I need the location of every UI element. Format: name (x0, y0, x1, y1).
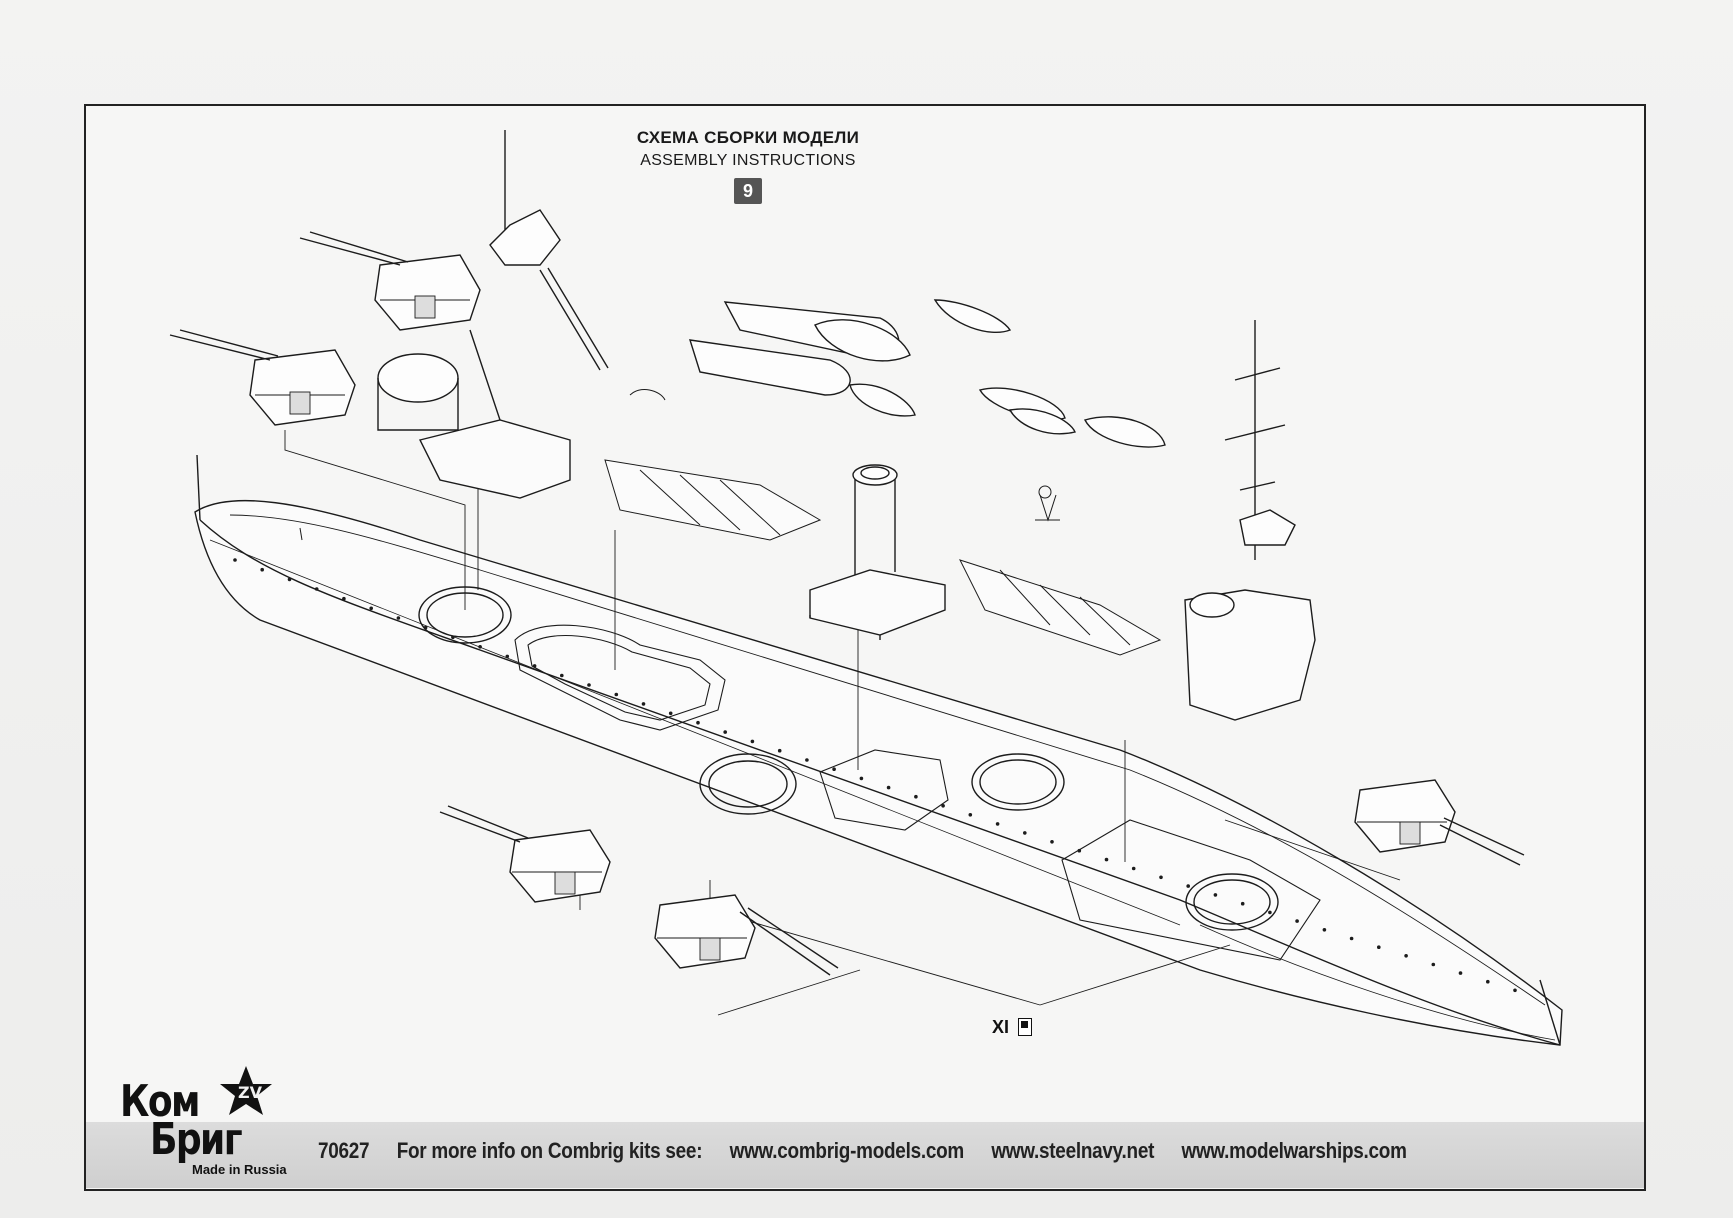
part-callout-icon (1018, 1018, 1032, 1036)
logo-tagline: Made in Russia (192, 1162, 287, 1177)
porthole (1404, 954, 1408, 958)
porthole (641, 702, 646, 706)
porthole (1349, 936, 1354, 941)
porthole (1240, 901, 1245, 906)
porthole (1104, 857, 1109, 862)
porthole (369, 606, 374, 611)
deck-outlines (514, 624, 1321, 961)
footer-band (86, 1122, 1644, 1188)
porthole (995, 822, 1000, 826)
aft-superstructure (1184, 320, 1316, 721)
porthole (1159, 875, 1163, 880)
link-modelwarships[interactable]: www.modelwarships.com (1181, 1138, 1407, 1163)
porthole (1431, 962, 1436, 967)
porthole (233, 558, 237, 562)
porthole (750, 739, 755, 744)
footer-text: 70627 For more info on Combrig kits see:… (318, 1138, 1453, 1164)
porthole (1131, 866, 1136, 871)
porthole (723, 730, 727, 734)
porthole (396, 616, 401, 620)
porthole (859, 776, 864, 781)
porthole (314, 587, 319, 591)
porthole (1213, 893, 1218, 897)
forward-superstructure (377, 130, 609, 499)
turret-aft (1354, 779, 1525, 866)
porthole (777, 748, 782, 753)
boats (689, 299, 1166, 448)
porthole (1486, 979, 1490, 984)
star-icon: ZV (220, 1066, 272, 1115)
barbette-rings (418, 586, 1279, 931)
turret-fore-lower (169, 329, 356, 426)
title-english: ASSEMBLY INSTRUCTIONS (640, 152, 856, 169)
porthole (1295, 919, 1299, 923)
porthole (696, 720, 700, 725)
porthole (968, 813, 973, 817)
turret-wing-left-1 (439, 805, 611, 903)
svg-text:ZV: ZV (238, 1083, 263, 1102)
porthole (505, 654, 510, 659)
boat-skids (604, 459, 1162, 656)
porthole (342, 596, 346, 601)
title-russian: СХЕМА СБОРКИ МОДЕЛИ (636, 128, 860, 147)
porthole (614, 692, 619, 697)
turret-fore-upper (299, 231, 481, 331)
logo-line-2: Бриг (150, 1114, 243, 1165)
turret-wing-left-2 (654, 894, 839, 976)
porthole (560, 673, 564, 678)
logo-line-1: Ком (120, 1076, 201, 1127)
porthole (1050, 840, 1054, 844)
porthole (587, 683, 591, 687)
porthole (287, 577, 292, 582)
porthole (1458, 971, 1463, 975)
link-steelnavy[interactable]: www.steelnavy.net (991, 1138, 1155, 1163)
portholes (233, 558, 1517, 993)
info-text: For more info on Combrig kits see: (396, 1138, 703, 1163)
porthole (832, 767, 836, 771)
porthole (1268, 910, 1272, 915)
porthole (1186, 884, 1190, 888)
porthole (1322, 928, 1327, 932)
porthole (914, 794, 918, 799)
small-parts (299, 389, 1060, 541)
porthole (478, 645, 482, 649)
porthole (260, 567, 265, 572)
part-callout-label: XI (992, 1017, 1010, 1037)
porthole (805, 758, 809, 762)
porthole (1377, 945, 1381, 949)
combrig-logo: ZV Ком Бриг Made in Russia (116, 1064, 306, 1182)
porthole (886, 785, 891, 790)
porthole (1023, 831, 1027, 835)
porthole (941, 804, 945, 808)
funnel-base (809, 464, 946, 640)
title-block: СХЕМА СБОРКИ МОДЕЛИ ASSEMBLY INSTRUCTION… (628, 128, 868, 204)
porthole (1513, 988, 1517, 993)
link-combrig[interactable]: www.combrig-models.com (729, 1138, 965, 1163)
kit-number: 70627 (318, 1138, 370, 1163)
hull (194, 454, 1563, 1046)
porthole (668, 711, 673, 716)
step-number-badge: 9 (734, 178, 762, 204)
